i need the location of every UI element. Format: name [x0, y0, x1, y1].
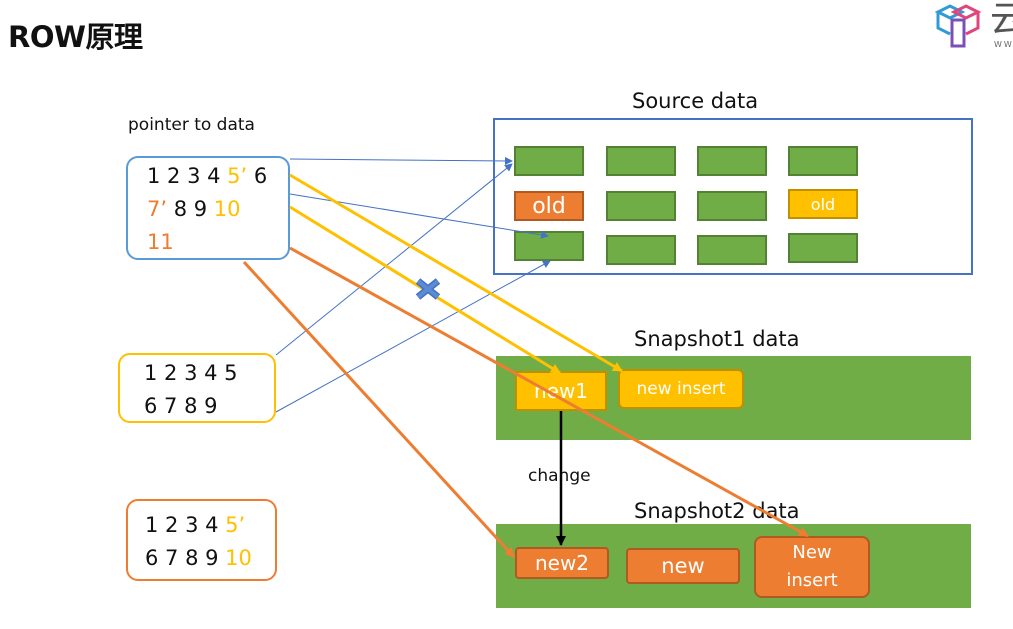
change-label: change	[528, 466, 591, 486]
pointer-line-2: 7’ 8 9 10	[147, 197, 241, 221]
pointer-line-3: 11	[147, 230, 174, 254]
snapshot2-pointer-box: 1 2 3 4 5’ 6 7 8 9 10	[126, 499, 277, 581]
pointer-to-data-box: 1 2 3 4 5’ 6 7’ 8 9 10 11	[126, 156, 290, 260]
source-cell-r3c4	[788, 233, 858, 263]
source-cell-r1c4	[788, 146, 858, 176]
snapshot2-new-block: new	[626, 548, 740, 584]
source-cell-r3c1	[514, 231, 584, 261]
source-cell-r3c2	[606, 235, 676, 265]
snapshot2-pointer-line-2: 6 7 8 9 10	[145, 546, 252, 570]
logo-text: 云	[990, 0, 1013, 40]
source-cell-r1c2	[606, 146, 676, 176]
logo	[932, 2, 982, 50]
arrow-ptr-to-new2	[242, 260, 516, 559]
source-cell-old-yellow: old	[788, 189, 858, 219]
snapshot1-pointer-line-1: 1 2 3 4 5	[144, 361, 238, 385]
source-cell-r3c3	[697, 235, 767, 265]
snapshot1-pointer-line-2: 6 7 8 9	[144, 394, 218, 418]
source-cell-r2c2	[606, 191, 676, 221]
cross-icon	[415, 278, 441, 300]
pointer-to-data-label: pointer to data	[128, 115, 255, 135]
logo-icon	[934, 4, 982, 48]
snapshot2-new2-block: new2	[515, 547, 609, 579]
source-cell-r2c3	[697, 191, 767, 221]
snapshot1-new-insert-block: new insert	[618, 369, 744, 409]
arrow-snap1-to-source-r1	[275, 163, 513, 356]
page-title: ROW原理	[8, 20, 143, 54]
source-cell-r1c3	[697, 146, 767, 176]
source-cell-r1c1	[514, 146, 584, 176]
source-data-label: Source data	[632, 89, 759, 113]
snapshot2-data-label: Snapshot2 data	[634, 499, 800, 523]
logo-subtext: WW	[994, 40, 1013, 49]
snapshot2-new-insert-block: New insert	[754, 536, 870, 598]
arrow-ptr-to-source-r1	[289, 156, 513, 165]
pointer-line-1: 1 2 3 4 5’ 6	[147, 164, 268, 188]
snapshot1-data-label: Snapshot1 data	[634, 327, 800, 351]
snapshot2-pointer-line-1: 1 2 3 4 5’	[145, 513, 246, 537]
source-cell-old-orange: old	[514, 191, 584, 221]
snapshot1-pointer-box: 1 2 3 4 5 6 7 8 9	[118, 353, 276, 423]
snapshot1-new1-block: new1	[515, 371, 607, 411]
